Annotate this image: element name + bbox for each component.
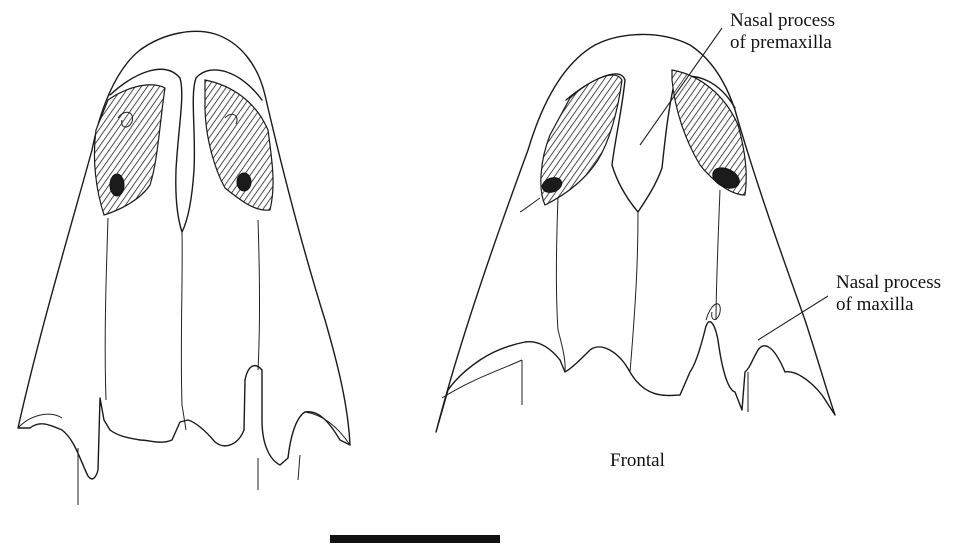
left-naris-dark-right (237, 173, 251, 191)
right-nasal-curl (706, 304, 720, 320)
left-midline-suture (181, 232, 186, 430)
label-maxilla-line1: Nasal process (836, 272, 941, 293)
left-naris-dark-left (110, 174, 124, 196)
label-maxilla: Nasal process of maxilla (758, 272, 941, 340)
right-midline-suture (630, 212, 638, 372)
right-maxilla-suture-right (716, 190, 720, 320)
left-lower-stubs (78, 448, 300, 505)
right-naris-tail (520, 198, 540, 212)
maxilla-leader-line (758, 296, 828, 340)
right-maxilla-suture-left (557, 198, 566, 372)
right-frontal-stubs (442, 360, 748, 412)
label-maxilla-line2: of maxilla (836, 294, 914, 315)
right-skull (436, 34, 835, 432)
label-premaxilla-line1: Nasal process (730, 10, 835, 31)
left-maxilla-suture-right (258, 220, 260, 370)
label-premaxilla-line2: of premaxilla (730, 32, 832, 53)
left-skull (18, 31, 350, 505)
label-frontal: Frontal (610, 450, 665, 471)
scale-bar (330, 535, 500, 543)
right-skull-outline (436, 34, 835, 432)
left-skull-outline (18, 31, 350, 478)
left-nasal-opening-right (205, 80, 273, 210)
left-maxilla-suture-left (105, 218, 108, 400)
